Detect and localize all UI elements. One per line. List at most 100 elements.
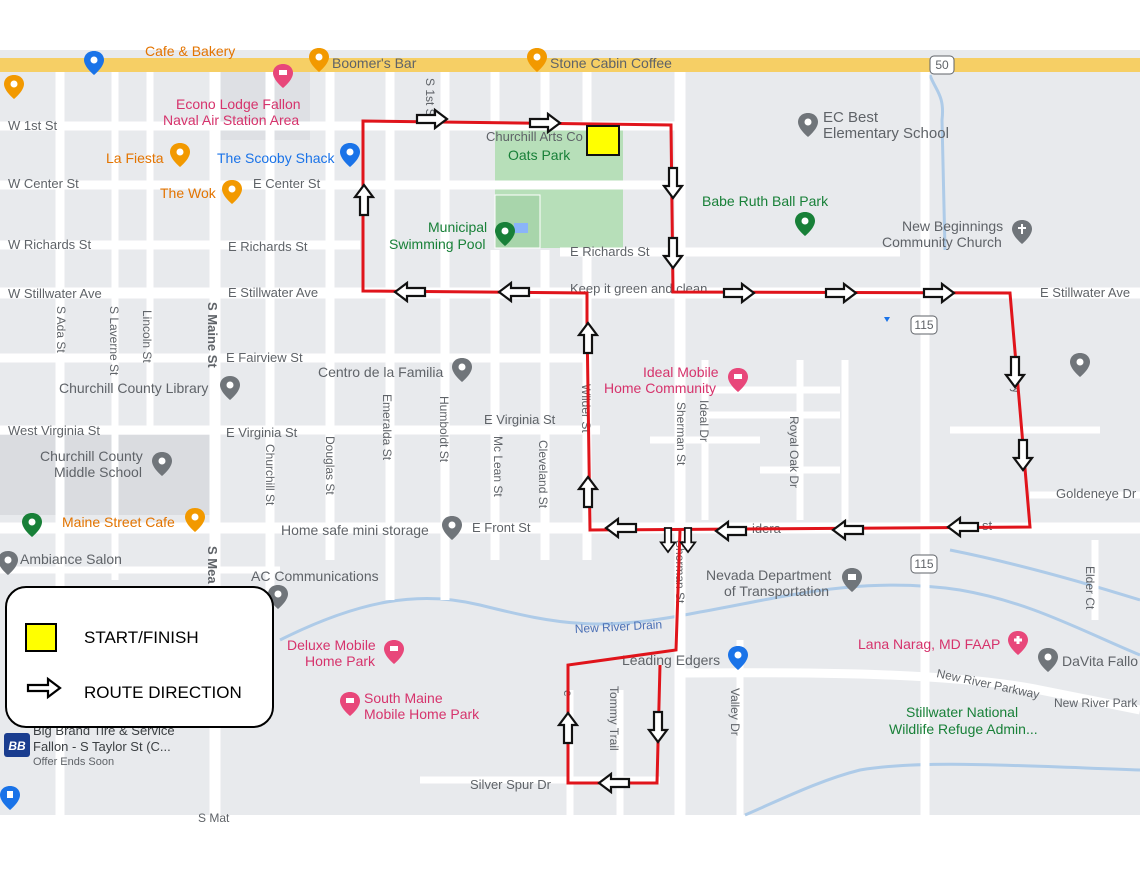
label-w-1st: W 1st St xyxy=(8,118,58,133)
label-w-center: W Center St xyxy=(8,176,79,191)
label-centro: Centro de la Familia xyxy=(318,364,443,380)
park-left-pin-icon xyxy=(22,513,42,537)
label-e-richards-mid: E Richards St xyxy=(570,244,650,259)
map-legend: START/FINISH ROUTE DIRECTION xyxy=(5,586,274,728)
legend-arrow-icon xyxy=(26,676,62,700)
medical-pin-icon xyxy=(1008,631,1028,655)
school-right-pin-icon xyxy=(1070,353,1090,377)
middle-school-area xyxy=(0,435,210,515)
bar-pin-icon xyxy=(309,48,329,72)
label-the-wok: The Wok xyxy=(160,185,217,201)
legend-start-label: START/FINISH xyxy=(84,628,199,647)
label-stillwater-2: Wildlife Refuge Admin... xyxy=(889,721,1038,737)
label-humboldt: Humboldt St xyxy=(437,396,451,463)
label-ideal: Ideal Dr xyxy=(697,400,711,442)
label-goldeneye: Goldeneye Dr xyxy=(1056,486,1137,501)
label-maine-cafe: Maine Street Cafe xyxy=(62,514,175,530)
label-stone-cabin: Stone Cabin Coffee xyxy=(550,55,672,71)
ac-comm-pin-icon xyxy=(268,585,288,609)
label-s-maine-lower: S Mea xyxy=(205,546,220,584)
place-labels: Cafe & Bakery Boomer's Bar Stone Cabin C… xyxy=(20,43,1138,825)
label-new-beginnings-1: New Beginnings xyxy=(902,218,1003,234)
legend-direction-label: ROUTE DIRECTION xyxy=(84,683,242,702)
park-pin-icon xyxy=(795,212,815,236)
label-municipal-1: Municipal xyxy=(428,219,487,235)
label-e-center: E Center St xyxy=(253,176,321,191)
label-econo-lodge-2: Naval Air Station Area xyxy=(163,112,299,128)
arrow-marker-icon xyxy=(884,317,890,322)
label-valley: Valley Dr xyxy=(728,688,742,736)
label-e-virginia-left: E Virginia St xyxy=(226,425,298,440)
govt-pin-icon xyxy=(842,568,862,592)
shop-scooby-pin-icon xyxy=(340,143,360,167)
hwy-50-shield: 50 xyxy=(935,58,949,72)
label-churchill-arts: Churchill Arts Co xyxy=(486,129,583,144)
label-davita: DaVita Fallo xyxy=(1062,653,1138,669)
pool-water xyxy=(514,223,528,233)
start-finish-marker xyxy=(586,125,620,156)
centro-pin-icon xyxy=(452,358,472,382)
maine-cafe-pin-icon xyxy=(185,508,205,532)
svg-text:115: 115 xyxy=(914,318,933,332)
salon-pin-icon xyxy=(0,551,18,575)
vertical-street-labels: S Ada St S Laverne St Lincoln St S Maine… xyxy=(54,78,1097,751)
label-e-front: E Front St xyxy=(472,520,531,535)
hwy-115-shield-top: 115 xyxy=(910,315,938,335)
leading-edgers-pin-icon xyxy=(728,646,748,670)
label-sherman: Sherman St xyxy=(674,402,688,466)
label-new-beginnings-2: Community Church xyxy=(882,234,1002,250)
label-e-stillwater-right: E Stillwater Ave xyxy=(1040,285,1130,300)
label-emeralda: Emeralda St xyxy=(380,394,394,461)
label-s-maine: S Maine St xyxy=(205,302,220,368)
label-silver-spur: Silver Spur Dr xyxy=(470,777,552,792)
label-ideal-mobile-1: Ideal Mobile xyxy=(643,364,719,380)
label-e-fairview: E Fairview St xyxy=(226,350,303,365)
label-wilder: Wilder St xyxy=(579,384,593,433)
label-e-virginia-mid: E Virginia St xyxy=(484,412,556,427)
restaurant-wok-pin-icon xyxy=(222,180,242,204)
label-scooby-shack: The Scooby Shack xyxy=(217,150,336,166)
storage-pin-icon xyxy=(442,516,462,540)
big-brand-logo: BB xyxy=(4,733,30,757)
label-library: Churchill County Library xyxy=(59,380,208,396)
label-middle-school-2: Middle School xyxy=(54,464,142,480)
south-maine-pin-icon xyxy=(340,692,360,716)
label-mc-lean: Mc Lean St xyxy=(491,436,505,497)
label-new-river-park: New River Park xyxy=(1054,696,1138,710)
restaurant-la-fiesta-pin-icon xyxy=(170,143,190,167)
coffee-pin-icon xyxy=(527,48,547,72)
svg-text:BB: BB xyxy=(8,739,26,753)
label-w-richards: W Richards St xyxy=(8,237,91,252)
label-ambiance: Ambiance Salon xyxy=(20,551,122,567)
label-e-stillwater-left: E Stillwater Ave xyxy=(228,285,318,300)
race-route-line xyxy=(361,119,1032,532)
label-royal-oak: Royal Oak Dr xyxy=(787,416,801,488)
label-leading-edgers: Leading Edgers xyxy=(622,652,720,668)
label-stillwater-1: Stillwater National xyxy=(906,704,1018,720)
label-ac-comm: AC Communications xyxy=(251,568,379,584)
gas-pin-icon xyxy=(0,786,20,810)
label-tommy-trail: Tommy Trail xyxy=(607,686,621,751)
label-s-laverne: S Laverne St xyxy=(107,306,121,376)
davita-pin-icon xyxy=(1038,648,1058,672)
hwy-115-shield-bottom: 115 xyxy=(910,554,938,574)
library-pin-icon xyxy=(220,376,240,400)
label-cleveland: Cleveland St xyxy=(536,440,550,509)
label-new-river-drain: New River Drain xyxy=(574,617,662,636)
label-municipal-2: Swimming Pool xyxy=(389,236,485,252)
church-pin-icon xyxy=(1012,220,1032,244)
label-churchill: Churchill St xyxy=(263,444,277,506)
label-keep-green: Keep it green and clean xyxy=(570,281,707,296)
pool-pin-icon xyxy=(495,222,515,246)
label-middle-school-1: Churchill County xyxy=(40,448,143,464)
label-lana: Lana Narag, MD FAAP xyxy=(858,636,1000,652)
label-pierson-partial: y xyxy=(1009,385,1024,394)
svg-text:115: 115 xyxy=(914,557,933,571)
label-ec-best-1: EC Best xyxy=(823,109,879,126)
hotel-pin-icon xyxy=(273,64,293,88)
label-big-brand-2: Fallon - S Taylor St (C... xyxy=(33,739,171,754)
school-pin-icon xyxy=(798,113,818,137)
water-canals xyxy=(279,74,1140,817)
label-douglas: Douglas St xyxy=(323,436,337,495)
